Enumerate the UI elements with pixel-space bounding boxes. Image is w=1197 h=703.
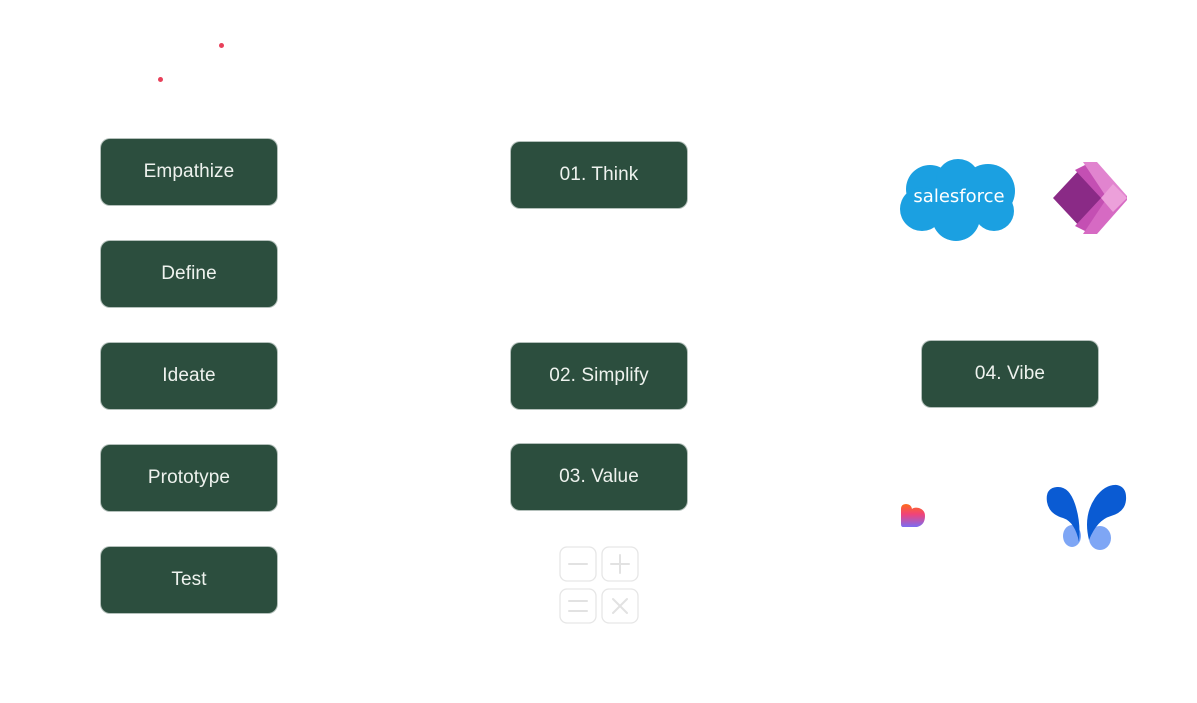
calculator-icon <box>556 543 642 627</box>
step-label: 04. Vibe <box>974 363 1046 384</box>
step-prototype[interactable]: Prototype <box>101 445 277 511</box>
step-value[interactable]: 03. Value <box>511 444 687 510</box>
step-label: Test <box>171 569 207 590</box>
red-dot <box>158 77 163 82</box>
red-dot <box>219 43 224 48</box>
salesforce-wordmark: salesforce <box>913 186 1004 207</box>
step-label: 03. Value <box>559 466 639 487</box>
step-simplify[interactable]: 02. Simplify <box>511 343 687 409</box>
step-vibe[interactable]: 04. Vibe <box>922 341 1098 407</box>
step-label: Empathize <box>143 161 235 182</box>
step-test[interactable]: Test <box>101 547 277 613</box>
step-label: 01. Think <box>559 164 639 185</box>
step-think[interactable]: 01. Think <box>511 142 687 208</box>
butterfly-logo <box>1043 482 1129 552</box>
power-apps-logo <box>1051 160 1129 236</box>
step-ideate[interactable]: Ideate <box>101 343 277 409</box>
step-label: Define <box>161 263 217 284</box>
step-label: 02. Simplify <box>549 365 649 386</box>
step-label: Prototype <box>147 467 231 488</box>
step-label: Ideate <box>162 365 216 386</box>
salesforce-logo: salesforce <box>898 157 1020 243</box>
step-define[interactable]: Define <box>101 241 277 307</box>
heart-logo <box>899 503 927 529</box>
step-empathize[interactable]: Empathize <box>101 139 277 205</box>
